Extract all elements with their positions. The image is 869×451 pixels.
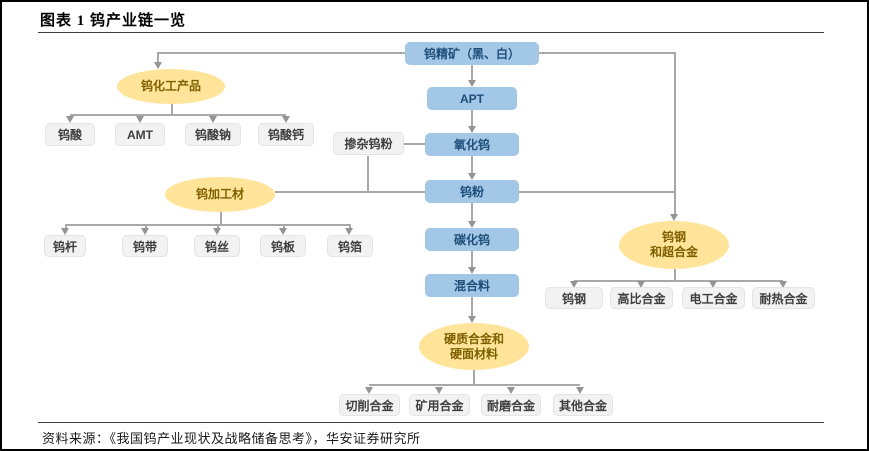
source-note: 资料来源：《我国钨产业现状及战略储备思考》，华安证券研究所 — [42, 431, 421, 446]
node-calcium-tungstate: 钨酸钙 — [258, 123, 314, 146]
connector-line — [217, 224, 219, 229]
node-tungsten-steel: 钨钢 — [545, 287, 603, 309]
node-doped-tungsten-powder: 掺杂钨粉 — [333, 132, 404, 155]
arrowhead-down — [345, 228, 353, 235]
node-tungsten-powder: 钨粉 — [425, 180, 519, 203]
node-tungsten-rod: 钨杆 — [44, 235, 86, 257]
arrowhead-down — [136, 116, 144, 123]
arrowhead-down — [435, 387, 443, 394]
ellipse-label: 钨加工材 — [195, 187, 244, 201]
node-other-alloy: 其他合金 — [553, 394, 613, 416]
node-electrical-alloy: 电工合金 — [682, 287, 745, 309]
connector-line — [65, 224, 350, 226]
footer-rule — [38, 422, 824, 423]
connector-line — [471, 110, 473, 127]
ellipse-label-line2: 和超合金 — [649, 245, 698, 259]
arrowhead-down — [468, 80, 476, 87]
arrowhead-down — [365, 387, 373, 394]
connector-line — [369, 384, 580, 386]
connector-line — [539, 52, 674, 54]
arrowhead-down — [468, 267, 476, 274]
connector-line — [157, 52, 405, 54]
arrowhead-down — [279, 228, 287, 235]
node-hard-alloy-materials: 硬质合金和 硬面材料 — [419, 323, 529, 370]
node-mixture: 混合料 — [425, 274, 519, 297]
connector-line — [157, 52, 159, 63]
connector-line — [283, 224, 285, 229]
arrowhead-down — [709, 281, 717, 288]
arrowhead-down — [468, 316, 476, 323]
node-apt: APT — [427, 87, 517, 110]
arrowhead-down — [637, 281, 645, 288]
connector-line — [519, 191, 674, 193]
node-high-density-alloy: 高比合金 — [610, 287, 673, 309]
connector-line — [65, 224, 67, 229]
connector-line — [674, 52, 676, 215]
arrowhead-down — [468, 173, 476, 180]
arrowhead-down — [468, 221, 476, 228]
connector-line — [471, 156, 473, 174]
ellipse-label: 钨化工产品 — [140, 79, 201, 93]
arrowhead-down — [507, 387, 515, 394]
node-mining-alloy: 矿用合金 — [409, 394, 470, 416]
node-wear-resistant-alloy: 耐磨合金 — [481, 394, 541, 416]
node-tungsten-carbide: 碳化钨 — [425, 228, 519, 251]
connector-line — [471, 251, 473, 268]
arrowhead-down — [670, 214, 678, 221]
connector-line — [574, 280, 783, 282]
node-tungsten-wire: 钨丝 — [194, 235, 240, 257]
arrowhead-down — [66, 116, 74, 123]
connector-line — [471, 297, 473, 317]
figure-title: 图表 1 钨产业链一览 — [40, 13, 187, 29]
arrowhead-down — [213, 228, 221, 235]
connector-line — [171, 104, 173, 114]
node-tungsten-chemical-products: 钨化工产品 — [117, 69, 225, 104]
connector-line — [145, 224, 147, 229]
node-tungsten-oxide: 氧化钨 — [425, 133, 519, 156]
arrowhead-down — [468, 126, 476, 133]
arrowhead-down — [779, 281, 787, 288]
node-heat-resistant-alloy: 耐热合金 — [752, 287, 815, 309]
connector-line — [349, 224, 351, 229]
node-cutting-alloy: 切削合金 — [339, 394, 400, 416]
connector-line — [220, 212, 222, 224]
connector-line — [404, 143, 425, 145]
node-tungsten-steel-superalloy: 钨钢 和超合金 — [619, 221, 729, 269]
connector-line — [473, 370, 475, 384]
arrowhead-down — [209, 116, 217, 123]
arrowhead-down — [570, 281, 578, 288]
ellipse-label-line1: 硬质合金和 — [443, 331, 504, 346]
node-amt: AMT — [115, 123, 165, 146]
connector-line — [367, 156, 369, 191]
ellipse-label-line1: 钨钢 — [661, 230, 686, 244]
arrowhead-down — [141, 228, 149, 235]
node-tungstic-acid: 钨酸 — [45, 123, 95, 146]
connector-line — [471, 65, 473, 81]
node-tungsten-processed-materials: 钨加工材 — [165, 177, 275, 212]
ellipse-label-line2: 硬面材料 — [449, 346, 498, 361]
node-tungsten-concentrate: 钨精矿（黑、白） — [405, 42, 539, 65]
arrowhead-down — [576, 387, 584, 394]
node-tungsten-plate: 钨板 — [260, 235, 306, 257]
arrowhead-down — [282, 116, 290, 123]
connector-line — [471, 203, 473, 222]
connector-line — [70, 114, 286, 116]
connector-line — [275, 191, 425, 193]
title-rule — [38, 32, 824, 33]
connector-line — [674, 269, 676, 280]
arrowhead-down — [154, 62, 162, 69]
node-tungsten-foil: 钨箔 — [327, 235, 373, 257]
arrowhead-down — [61, 228, 69, 235]
node-sodium-tungstate: 钨酸钠 — [185, 123, 241, 146]
node-tungsten-strip: 钨带 — [122, 235, 168, 257]
